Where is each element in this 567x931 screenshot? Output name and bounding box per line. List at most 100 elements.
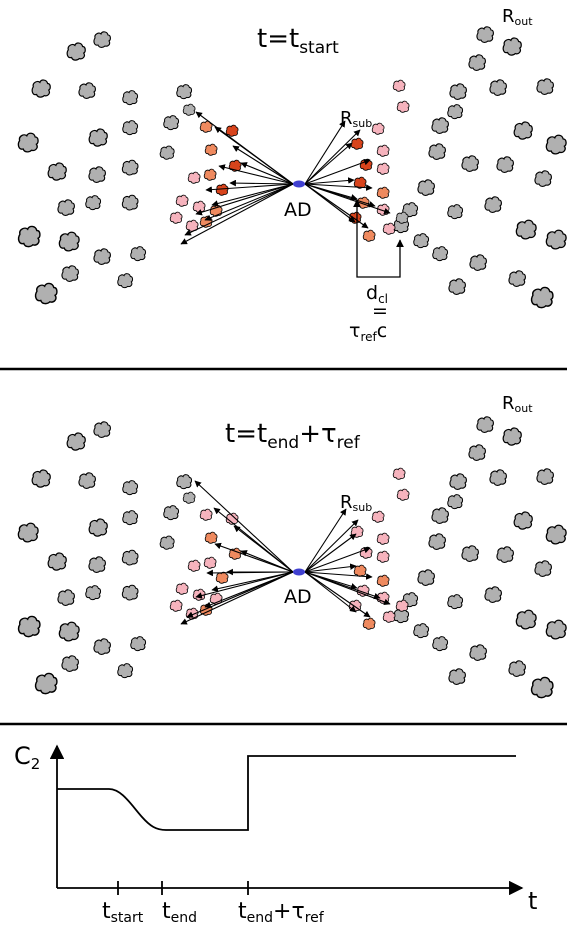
gray-cloud-top [31,79,51,98]
pink-cloud-top [371,122,385,135]
gray-cloud-middle [88,556,106,573]
gray-cloud-top [78,82,96,99]
orange-cloud-top [376,186,390,199]
gray-cloud-top [536,78,554,95]
gray-cloud-top [34,282,58,305]
pink-cloud-top [382,222,396,235]
emission-arrow [304,519,359,573]
gray-cloud-middle [534,560,552,577]
gray-cloud-top [122,120,139,136]
pink-cloud-middle [395,599,409,612]
gray-cloud-middle [121,584,139,601]
gray-cloud-top [93,248,111,265]
emission-arrow [304,571,371,618]
emission-arrow [180,183,294,245]
gray-cloud-middle [176,474,193,490]
time-label-top: t=tstart [257,24,339,58]
gray-cloud-top [476,26,494,43]
gray-cloud-top [17,132,39,153]
timeline-panel: C2 t tstart tend tend+τref [14,742,537,926]
pink-cloud-middle [382,610,396,623]
emission-arrow [304,183,391,215]
gray-cloud-top [428,143,446,160]
gray-cloud-top [447,204,464,220]
gray-cloud-middle [515,609,537,630]
pink-cloud-middle [203,556,217,569]
emission-arrow [304,571,357,613]
gray-cloud-top [461,155,479,172]
panel-top: t=tstart Rout Rsub AD dcl = τrefc [17,6,567,344]
emission-arrow [304,533,357,573]
gray-cloud-top [413,233,430,249]
tau-ref-c-label: τrefc [349,320,387,344]
red-cloud-top [225,124,239,137]
pink-cloud-top [392,79,406,92]
gray-cloud-middle [163,505,180,521]
gray-cloud-middle [78,472,96,489]
emission-arrow [240,162,294,185]
gray-cloud-middle [447,494,464,510]
emission-arrow [240,550,294,573]
emission-arrow [204,183,294,221]
gray-cloud-middle [476,416,494,433]
pink-cloud-middle [359,546,373,559]
pink-cloud-middle [185,607,199,620]
gray-cloud-middle [530,676,554,699]
gray-cloud-top [449,83,467,100]
gray-cloud-top [85,195,102,211]
gray-cloud-top [508,270,526,287]
gray-cloud-top [534,170,552,187]
orange-cloud-top [203,168,217,181]
gray-cloud-middle [34,672,58,695]
gray-cloud-middle [93,638,111,655]
emission-arrow [304,546,371,573]
gray-cloud-middle [17,615,41,638]
emission-arrow [214,126,294,185]
gray-cloud-top [117,273,134,289]
gray-cloud-middle [121,549,139,566]
gray-cloud-middle [428,533,446,550]
gray-cloud-middle [85,585,102,601]
r-sub-label-middle: Rsub [340,492,372,514]
gray-cloud-middle [31,469,51,488]
emission-arrow [304,563,357,573]
gray-cloud-top [417,179,435,196]
emission-arrow [304,158,371,185]
gray-cloud-top [432,246,449,262]
dcl-equals: = [372,300,388,322]
gray-cloud-middle [536,468,554,485]
ad-source-middle [293,568,305,576]
emission-arrow [229,179,294,187]
gray-cloud-middle [484,586,502,603]
dcl-label: dcl [366,282,388,306]
emission-arrow [205,183,294,193]
gray-cloud-middle [117,663,134,679]
gray-cloud-top [58,231,80,252]
pink-cloud-top [376,144,390,157]
emission-arrow [194,480,294,573]
gray-cloud-top [47,162,67,181]
gray-cloud-top [88,166,106,183]
arrows-middle [180,480,391,625]
gray-cloud-middle [159,535,175,550]
gray-cloud-middle [47,552,67,571]
tick-label-t-end: tend [162,899,197,926]
pink-cloud-middle [396,488,410,501]
gray-cloud-top [88,128,108,147]
emission-arrow [304,129,361,185]
gray-cloud-top [484,196,502,213]
gray-cloud-middle [17,522,39,543]
gray-cloud-top [515,219,537,240]
gray-cloud-middle [432,636,449,652]
orange-cloud-top [362,229,376,242]
tick-label-t-start: tstart [102,899,144,926]
emission-arrow [195,183,294,216]
gray-cloud-middle [447,594,464,610]
gray-cloud-middle [545,619,567,640]
gray-cloud-middle [122,510,139,526]
panel-middle: t=tend+τref Rout Rsub AD [17,393,567,699]
gray-cloud-middle [122,480,139,496]
gray-cloud-top [93,31,111,48]
emission-arrow [304,571,373,580]
